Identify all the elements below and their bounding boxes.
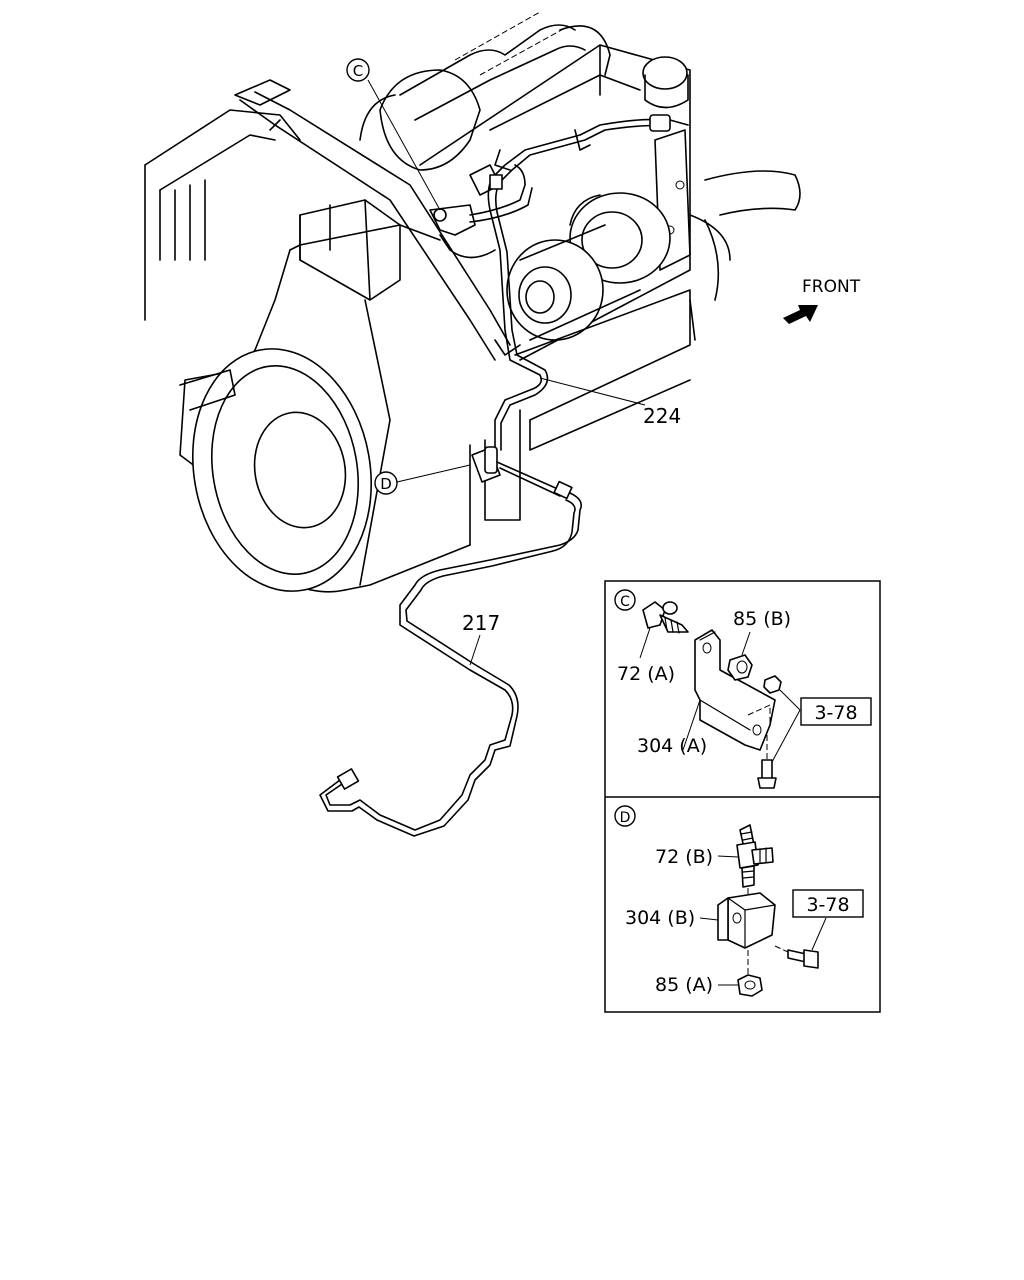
bracket-304b-icon — [717, 892, 776, 949]
callout-d-letter: D — [380, 475, 392, 493]
front-label: FRONT — [802, 277, 861, 297]
nut-85a-icon — [737, 950, 763, 997]
engine-illustration — [144, 11, 801, 837]
detail-d-part-85a: 85 (A) — [655, 974, 713, 996]
detail-c-part-85b: 85 (B) — [733, 608, 791, 630]
detail-d-ref: 3-78 — [806, 894, 849, 916]
detail-d-letter: D — [620, 810, 631, 826]
detail-c: C — [614, 589, 872, 789]
part-224-label: 224 — [643, 404, 681, 428]
part-217-label: 217 — [462, 611, 500, 635]
front-arrow-icon — [783, 305, 818, 324]
small-nut-icon — [763, 675, 782, 694]
bracket-304a-icon — [694, 629, 776, 751]
detail-c-part-304a: 304 (A) — [637, 735, 707, 757]
detail-d-part-304b: 304 (B) — [625, 907, 695, 929]
front-indicator: FRONT — [783, 277, 861, 324]
tee-fitting-72b-icon — [736, 824, 774, 888]
detail-c-ref: 3-78 — [814, 702, 857, 724]
bolt-icon — [757, 735, 777, 789]
detail-d-part-72b: 72 (B) — [655, 846, 713, 868]
callout-d-marker: D — [374, 471, 398, 495]
side-bolt-icon — [774, 945, 819, 969]
callout-c-letter: C — [353, 62, 363, 80]
nut-85b-icon — [727, 654, 753, 681]
detail-d: D — [614, 805, 864, 997]
banjo-fitting-72a-icon — [642, 601, 689, 634]
leader-lines — [367, 79, 646, 666]
detail-c-part-72a: 72 (A) — [617, 663, 675, 685]
detail-c-letter: C — [620, 594, 630, 610]
callout-c-marker: C — [346, 58, 370, 82]
